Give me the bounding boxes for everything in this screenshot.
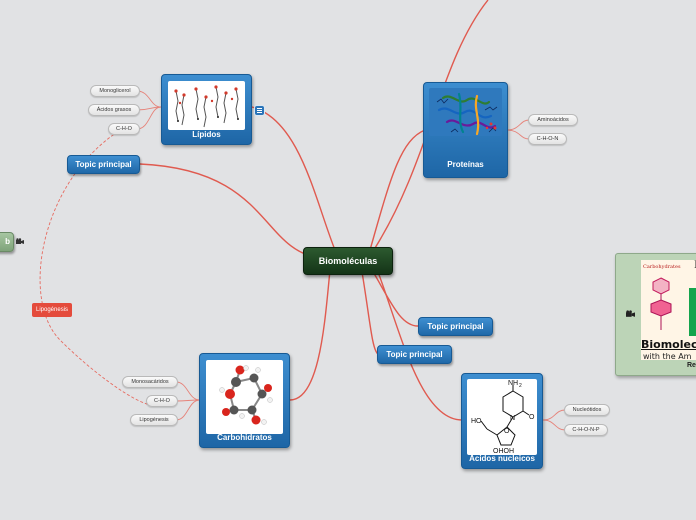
video-icon [626, 310, 635, 317]
cytosine-nucleoside-image: NH 2 N O HO O OHOH [467, 379, 537, 455]
right-card-top-text: Carbohydrates [643, 264, 681, 270]
svg-text:O: O [504, 428, 510, 435]
subtopic-chon[interactable]: C-H-O-N [528, 133, 567, 145]
topic-principal-left[interactable]: Topic principal [67, 155, 140, 174]
subtopic-lipogenesis[interactable]: Lipogénesis [130, 414, 178, 426]
relationship-label-lipogenesis[interactable]: Lipogénesis [32, 303, 73, 317]
relationship-line [39, 128, 151, 406]
topic-lipidos[interactable]: Lípidos [161, 74, 252, 145]
right-card-title: Biomolecu [641, 338, 696, 351]
right-card-subtitle: with the Am [643, 352, 692, 360]
topic-principal-right-lower[interactable]: Topic principal [377, 345, 452, 364]
note-icon[interactable] [255, 106, 264, 115]
subtopic-aminoacidos[interactable]: Aminoácidos [528, 114, 578, 126]
svg-text:HO: HO [471, 418, 482, 425]
green-bar [689, 288, 696, 336]
structure-drawing [650, 277, 672, 330]
video-icon [16, 238, 24, 244]
svg-text:NH: NH [508, 380, 518, 387]
svg-text:N: N [510, 415, 515, 422]
topic-acidos-nucleicos[interactable]: NH 2 N O HO O OHOH Ácidos nucleicos [461, 373, 543, 469]
right-card-caption: Re [687, 362, 696, 369]
svg-text:O: O [529, 414, 535, 421]
link-central-topic2 [371, 269, 419, 327]
subtopic-chonp[interactable]: C-H-O-N-P [564, 424, 608, 436]
protein-structure-image [429, 88, 502, 136]
right-image-card[interactable]: Carbohydrates L Biomolecu with the Am Re [615, 253, 696, 376]
link-central-proteinas [369, 129, 426, 251]
right-card-side-letter: L [694, 260, 696, 271]
link-central-topic1 [139, 163, 321, 259]
right-card-image: Carbohydrates L Biomolecu with the Am [641, 260, 696, 360]
svg-text:2: 2 [519, 383, 522, 389]
svg-text:OHOH: OHOH [493, 448, 514, 455]
link-central-topic3 [361, 271, 379, 355]
central-topic[interactable]: Biomoléculas [303, 247, 393, 275]
link-central-carbohidratos [289, 269, 331, 401]
carbohydrate-molecule-image [206, 360, 283, 434]
subtopic-cho-lipidos[interactable]: C-H-O [108, 123, 140, 135]
subtopic-monoglicerol[interactable]: Monoglicerol [90, 85, 140, 97]
subtopic-nucleotidos[interactable]: Nucleótidos [564, 404, 610, 416]
lipid-image [168, 81, 245, 130]
subtopic-monosacaridos[interactable]: Monosacáridos [122, 376, 178, 388]
link-central-lipidos [251, 106, 336, 251]
topic-carbohidratos[interactable]: Carbohidratos [199, 353, 290, 448]
topic-principal-right-upper[interactable]: Topic principal [418, 317, 493, 336]
topic-proteinas[interactable]: Proteínas [423, 82, 508, 178]
edge-topic-partial[interactable]: b [0, 232, 14, 252]
subtopic-cho-carbohidratos[interactable]: C-H-O [146, 395, 178, 407]
link-central-acidos [377, 271, 463, 421]
subtopic-acidos-grasos[interactable]: Ácidos grasos [88, 104, 140, 116]
